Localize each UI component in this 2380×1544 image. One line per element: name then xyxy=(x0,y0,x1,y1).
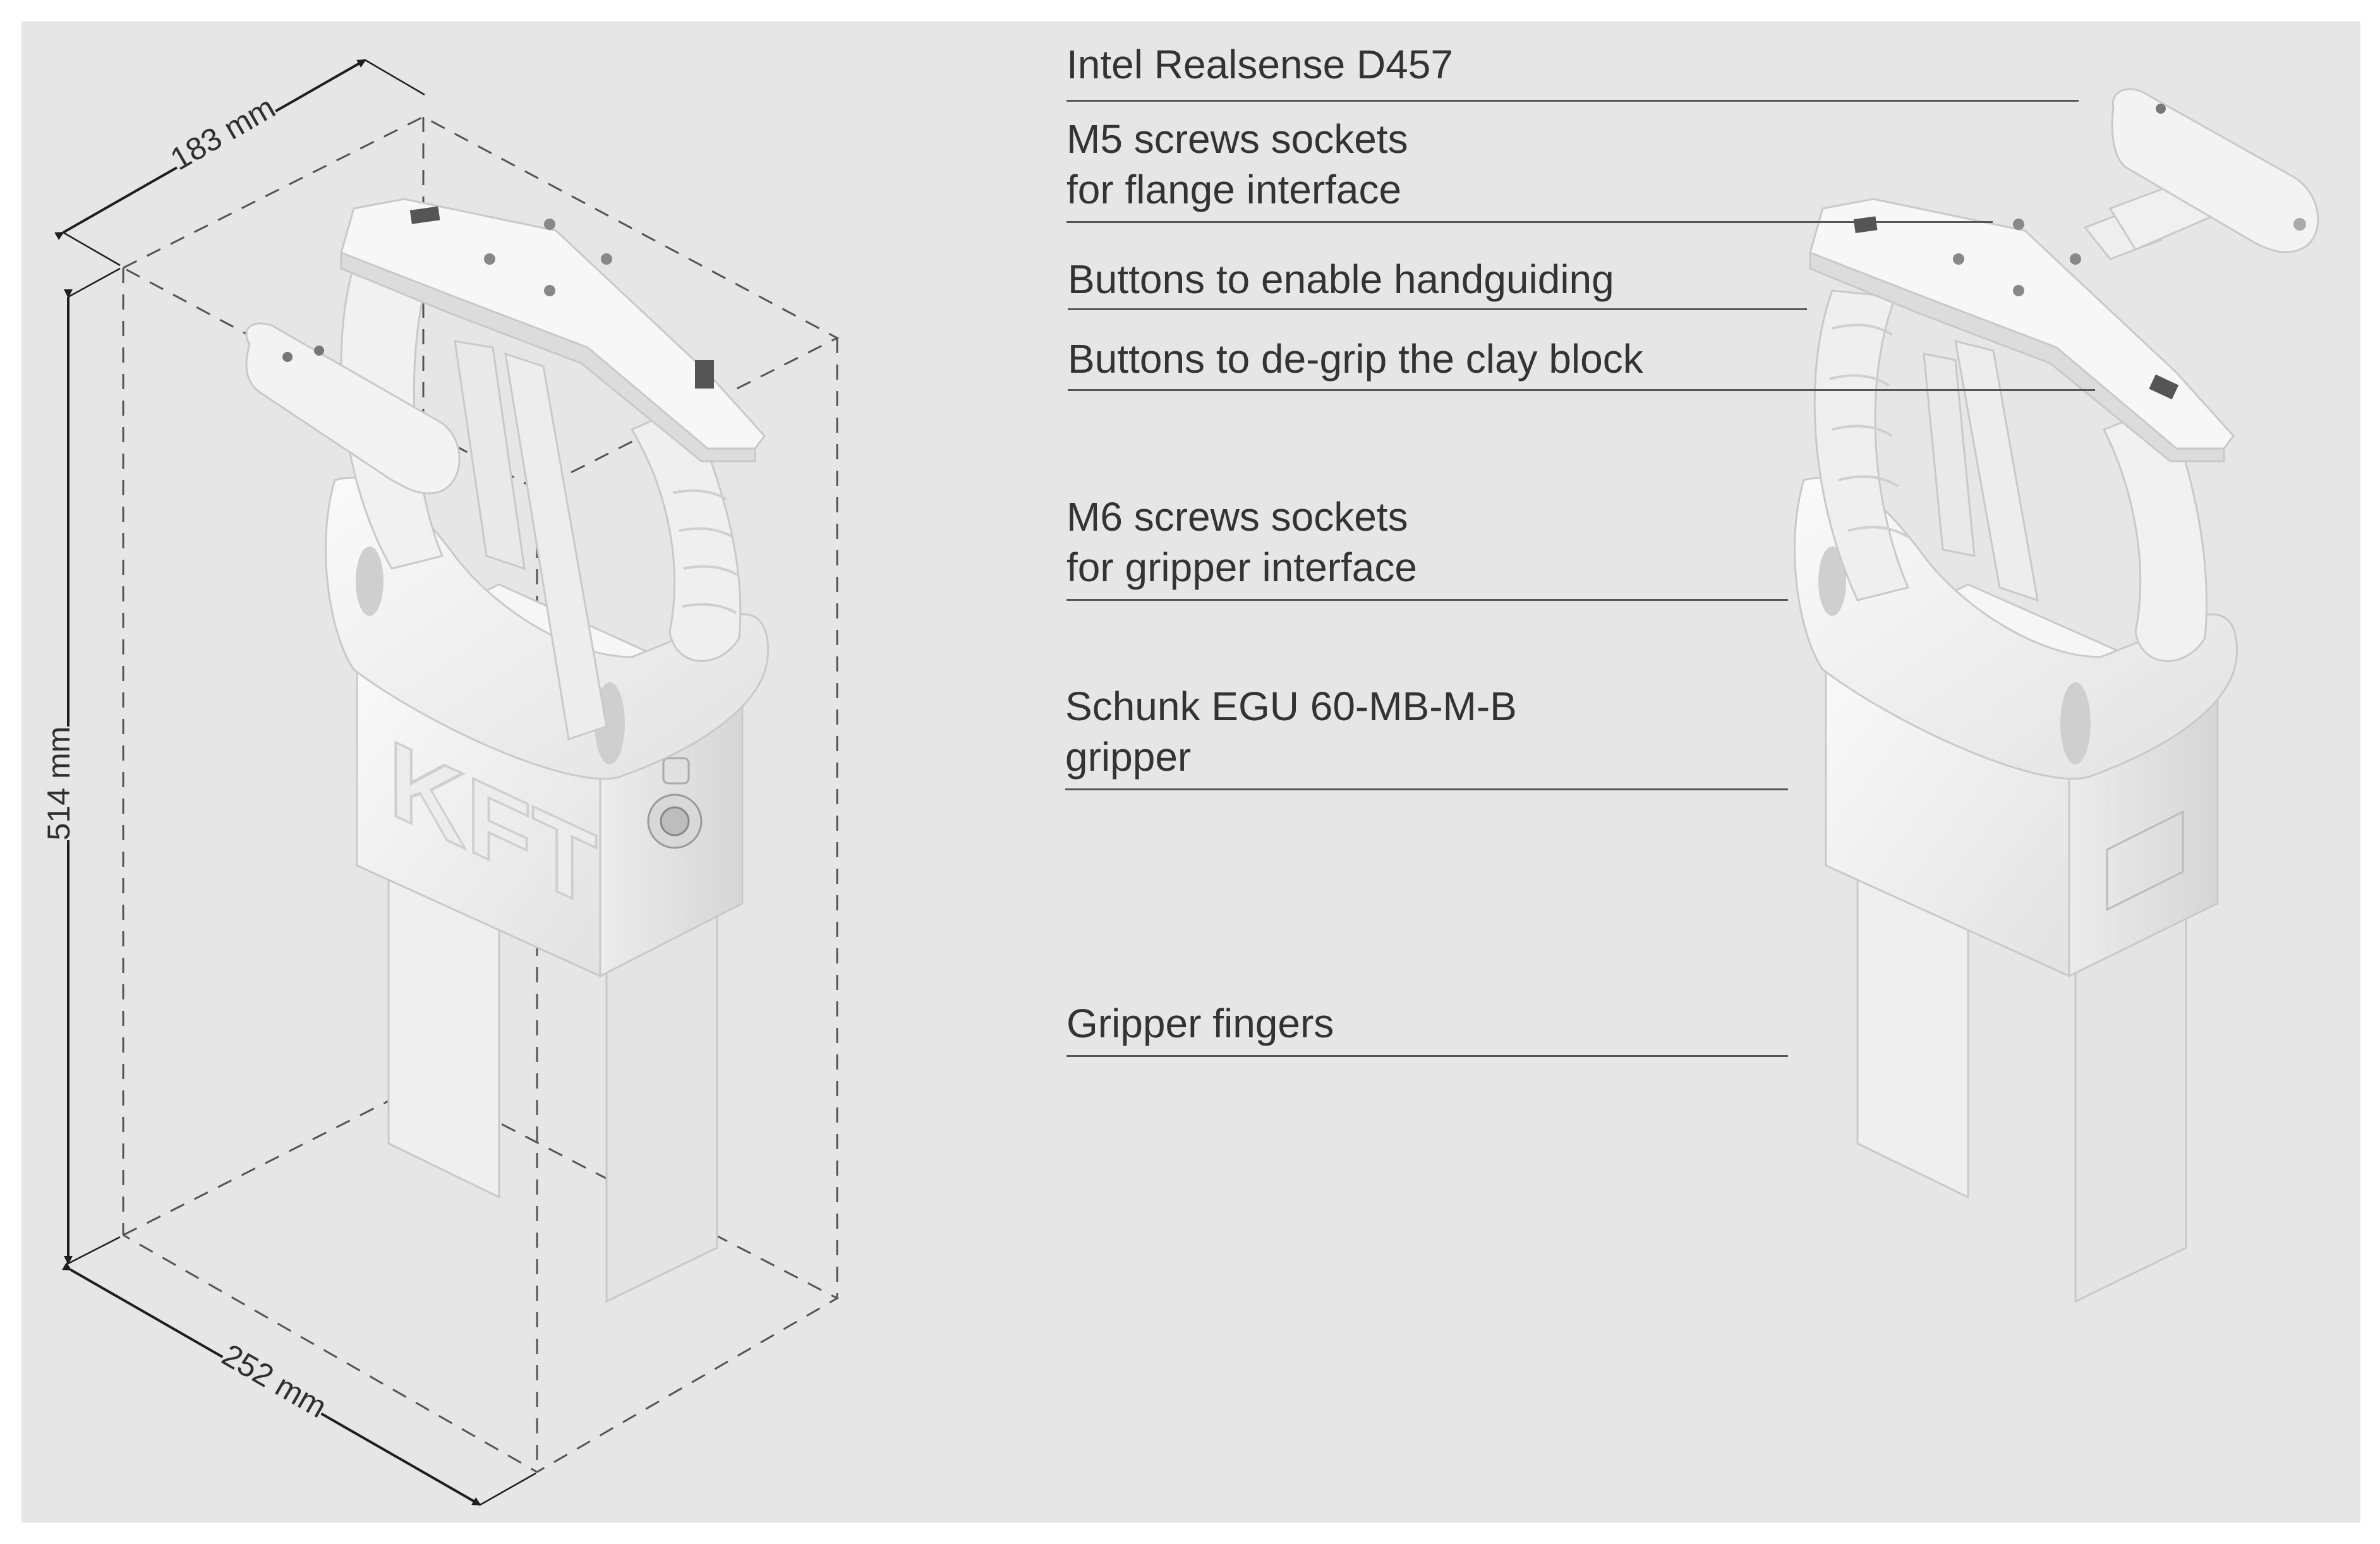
callout-handguiding-label: Buttons to enable handguiding xyxy=(1068,256,1614,302)
callout-m6-line xyxy=(1066,599,1788,601)
callout-degrip-line xyxy=(1068,389,2095,391)
callout-handguiding-line xyxy=(1068,308,1807,310)
height-dimension-label: 514 mm xyxy=(41,727,76,841)
front-ribbed-grip xyxy=(630,403,742,662)
callout-degrip-label: Buttons to de-grip the clay block xyxy=(1068,336,1643,382)
callout-m5-line xyxy=(1066,221,1993,223)
camera-right xyxy=(2111,88,2319,253)
callout-fingers-line xyxy=(1066,1055,1788,1057)
camera-left xyxy=(245,322,461,495)
callout-schunk-label: Schunk EGU 60-MB-M-B gripper xyxy=(1065,684,1517,780)
callout-m6-label: M6 screws sockets for gripper interface xyxy=(1066,494,1417,590)
callout-m5-label: M5 screws sockets for flange interface xyxy=(1066,116,1408,212)
gripper-model-left: KFT xyxy=(245,198,770,1303)
callout-realsense-line xyxy=(1066,100,2079,102)
handle-body-r xyxy=(1794,476,2238,780)
gripper-model-right xyxy=(1794,88,2319,1303)
callout-schunk-line xyxy=(1065,788,1788,790)
callout-realsense-label: Intel Realsense D457 xyxy=(1066,42,1453,87)
ribbed-grip-r xyxy=(1813,289,1910,601)
callout-fingers-label: Gripper fingers xyxy=(1066,1001,1334,1046)
